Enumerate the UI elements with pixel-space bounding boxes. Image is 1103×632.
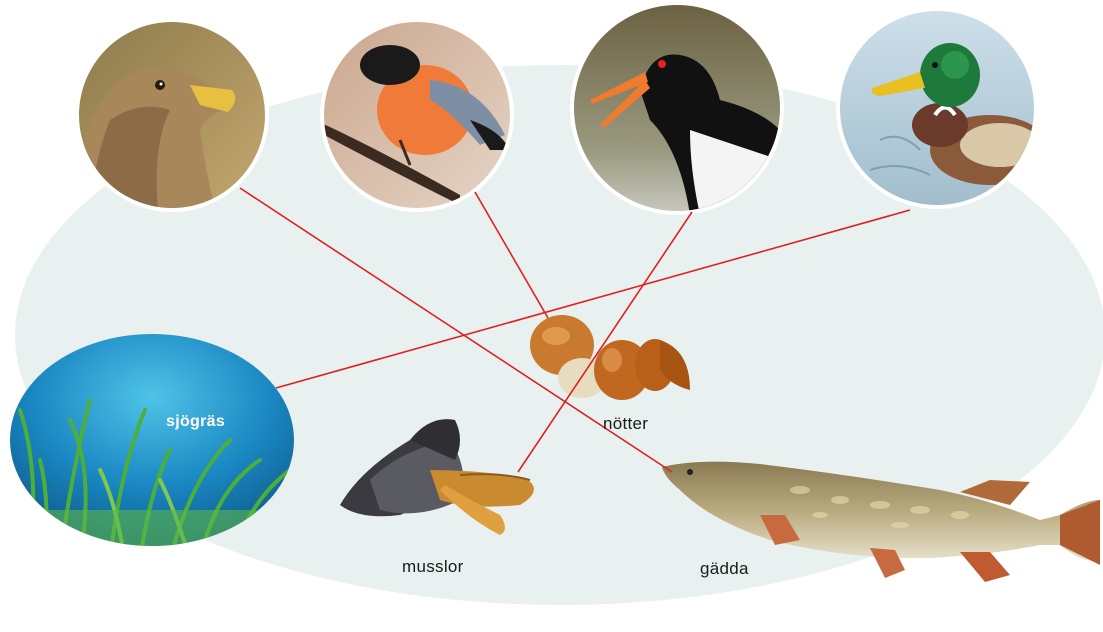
pike-label: gädda (700, 559, 749, 579)
mussels-label: musslor (402, 557, 464, 577)
seagrass-label: sjögräs (166, 413, 225, 431)
oystercatcher-icon (570, 0, 785, 215)
nuts-label: nötter (603, 414, 648, 434)
